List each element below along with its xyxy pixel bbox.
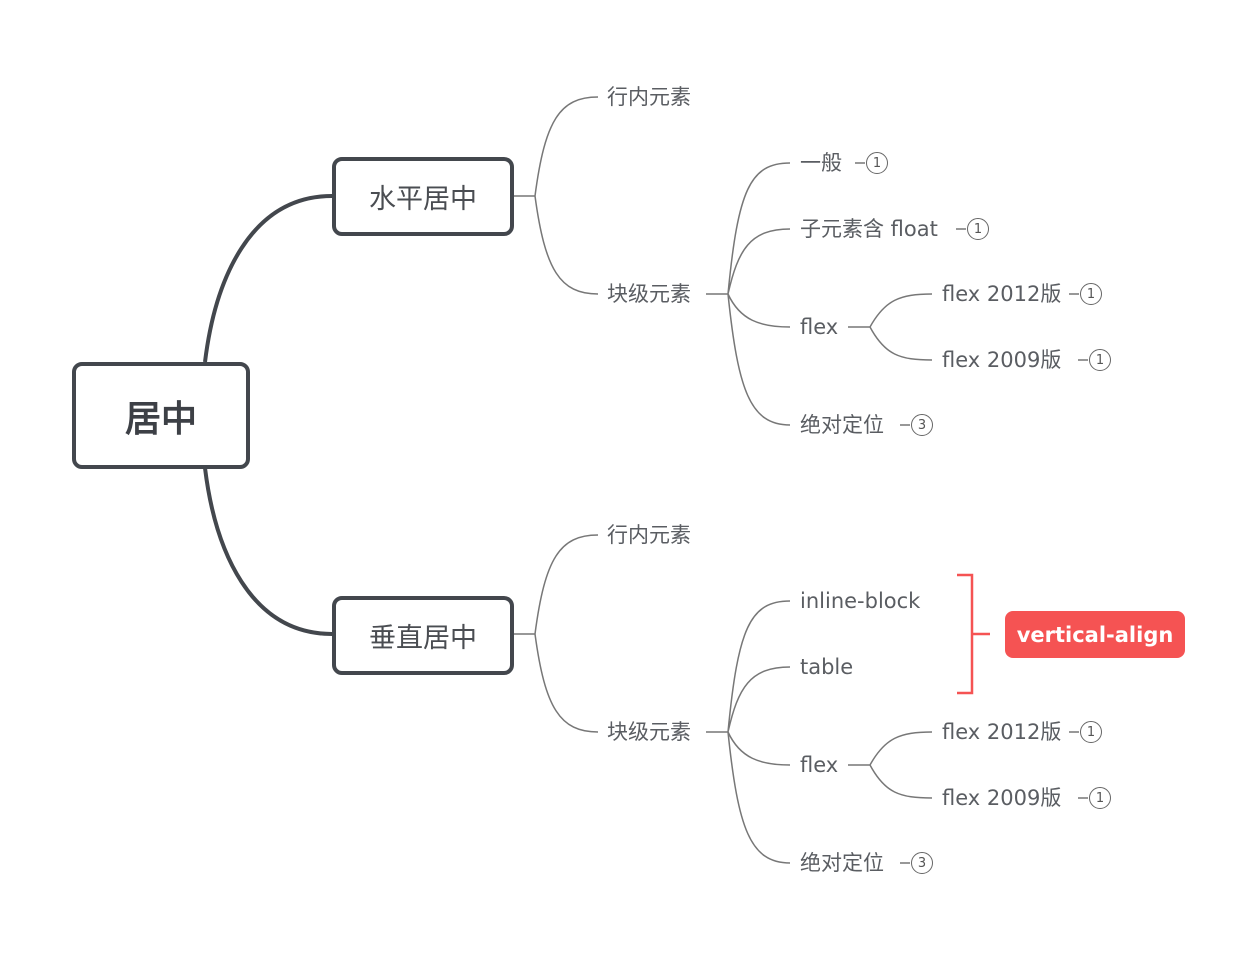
node-v-flex-2012[interactable]: flex 2012版 [942,720,1062,744]
node-h-float[interactable]: 子元素含 float [800,217,938,241]
node-horizontal-center[interactable]: 水平居中 [332,157,514,236]
node-v-flex-2009[interactable]: flex 2009版 [942,786,1062,810]
node-h-inline[interactable]: 行内元素 [607,85,691,109]
node-v-absolute[interactable]: 绝对定位 [800,851,884,875]
node-v-inline-block[interactable]: inline-block [800,589,921,613]
node-vertical-center[interactable]: 垂直居中 [332,596,514,675]
summary-vertical-align[interactable]: vertical-align [1005,611,1185,658]
node-v-block[interactable]: 块级元素 [607,720,691,744]
node-v-table[interactable]: table [800,655,854,679]
collapse-badge[interactable]: 3 [911,852,933,874]
summary-bracket [957,573,990,695]
node-h-block[interactable]: 块级元素 [607,282,691,306]
connector-root-horizontal [203,194,333,363]
node-h-flex-2012[interactable]: flex 2012版 [942,282,1062,306]
root-label: 居中 [124,398,197,440]
node-h-general[interactable]: 一般 [800,151,842,175]
collapse-badge[interactable]: 1 [866,152,888,174]
collapse-badge[interactable]: 1 [1089,787,1111,809]
node-v-flex[interactable]: flex [800,753,839,777]
collapse-badge[interactable]: 3 [911,414,933,436]
node-label: 垂直居中 [369,623,477,654]
collapse-badge[interactable]: 1 [1080,283,1102,305]
collapse-badge[interactable]: 1 [1089,349,1111,371]
node-v-inline[interactable]: 行内元素 [607,523,691,547]
root-node[interactable]: 居中 [72,362,250,469]
collapse-badge[interactable]: 1 [967,218,989,240]
node-label: 水平居中 [369,184,477,215]
node-h-flex-2009[interactable]: flex 2009版 [942,348,1062,372]
collapse-badge[interactable]: 1 [1080,721,1102,743]
connector-root-vertical [203,467,333,636]
node-h-flex[interactable]: flex [800,315,839,339]
node-h-absolute[interactable]: 绝对定位 [800,413,884,437]
